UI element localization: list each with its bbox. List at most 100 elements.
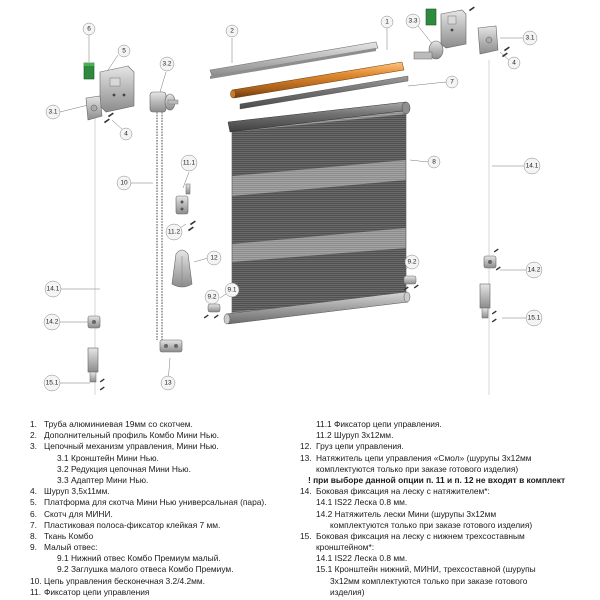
legend-item: 12.Груз цепи управления. xyxy=(300,441,600,452)
callout-14-1-right: 14.1 xyxy=(523,157,541,175)
legend-item-text: Платформа для скотча Мини Нью универсаль… xyxy=(44,497,267,508)
legend-item-text: 3.3 Адаптер Мини Нью. xyxy=(57,474,149,485)
legend-item: 3.2 Редукция цепочная Мини Нью. xyxy=(0,464,300,475)
aluminum-tube-part-1 xyxy=(230,61,405,99)
svg-text:3.3: 3.3 xyxy=(408,18,417,25)
legend-item: кронштейном*: xyxy=(300,542,600,553)
callout-9-1: 9.1 xyxy=(224,282,240,298)
svg-text:5: 5 xyxy=(122,48,126,55)
callout-11-2: 11.2 xyxy=(165,223,183,241)
legend-item-text: комплектуются только при заказе готового… xyxy=(316,463,519,474)
bottom-bracket-left xyxy=(87,347,105,391)
bracket-platform-left xyxy=(85,65,135,124)
svg-text:15.1: 15.1 xyxy=(46,380,59,387)
legend-item-text: Боковая фиксация на леску с нижнем трехс… xyxy=(316,530,525,541)
legend-item: 8.Ткань Комбо xyxy=(0,531,300,542)
svg-text:11.1: 11.1 xyxy=(183,160,196,167)
svg-text:14.2: 14.2 xyxy=(528,267,541,274)
callout-15-1-right: 15.1 xyxy=(525,309,543,327)
legend-item-text: 9.2 Заглушка малого отвеса Комбо Премиум… xyxy=(57,564,234,575)
legend-item-text: 14.2 Натяжитель лески Мини (шурупы 3х12м… xyxy=(316,508,497,519)
svg-text:2: 2 xyxy=(230,28,234,35)
legend-item-number: 1. xyxy=(30,419,37,429)
callout-9-2-left: 9.2 xyxy=(204,289,220,305)
legend-item-number: 11. xyxy=(30,586,42,597)
legend-item: 15. Боковая фиксация на леску с нижнем тр… xyxy=(300,531,600,542)
legend-item-text: Труба алюминиевая 19мм со скотчем. xyxy=(44,419,193,429)
legend-item-number: 15. xyxy=(300,530,312,541)
line-tensioner-left xyxy=(87,315,101,329)
bottom-rail-end-caps-9-2 xyxy=(203,275,419,319)
tape-part-6 xyxy=(83,62,95,80)
legend-column-right: 11.1 Фиксатор цепи управления.11.2 Шуруп… xyxy=(300,419,600,598)
callout-7-top: 7 xyxy=(445,75,459,89)
legend-item: комплектуются только при заказе готового… xyxy=(300,520,600,531)
legend-item: 3.1 Кронштейн Мини Нью. xyxy=(0,453,300,464)
legend-item-number: 7. xyxy=(30,519,37,530)
additional-profile-part-2 xyxy=(209,41,379,79)
svg-text:4: 4 xyxy=(512,60,516,67)
parts-legend: 1. Труба алюминиевая 19мм со скотчем.2.До… xyxy=(0,412,600,600)
callout-15-1-left: 15.1 xyxy=(43,374,61,392)
legend-item-text: Натяжитель цепи управления «Смол» (шуруп… xyxy=(316,452,532,463)
legend-item: 5.Платформа для скотча Мини Нью универса… xyxy=(0,497,300,508)
combo-fabric-part-8 xyxy=(223,101,411,325)
legend-item-text: Шуруп 3,5х11мм. xyxy=(44,486,110,497)
exploded-assembly-diagram: 6 5 2 1 3.3 7 3.1 4 3.2 3.1 4 7 8 11.1 1… xyxy=(43,6,543,395)
callout-3-1-right: 3.1 xyxy=(522,30,538,46)
legend-column-left: 1. Труба алюминиевая 19мм со скотчем.2.До… xyxy=(0,419,300,598)
svg-text:6: 6 xyxy=(87,26,91,33)
legend-item-number: 4. xyxy=(30,486,37,497)
legend-item-text: ! при выборе данной опции п. 11 и п. 12 … xyxy=(308,474,566,485)
chain-weight-part-12 xyxy=(171,249,193,288)
legend-item-text: 3.1 Кронштейн Мини Нью. xyxy=(57,452,159,463)
callout-13: 13 xyxy=(160,375,176,391)
svg-text:15.1: 15.1 xyxy=(528,315,541,322)
legend-item: 10.Цепь управления бесконечная 3.2/4.2мм… xyxy=(0,576,300,587)
legend-item-text: Малый отвес: xyxy=(44,542,98,553)
bracket-set-right xyxy=(413,6,510,60)
legend-item-number: 8. xyxy=(30,530,37,541)
callout-6: 6 xyxy=(82,22,96,36)
callout-2: 2 xyxy=(225,24,239,38)
legend-item: 2.Дополнительный профиль Комбо Мини Нью. xyxy=(0,430,300,441)
bottom-bracket-right xyxy=(479,283,497,323)
legend-item: 7.Пластиковая полоса-фиксатор клейкая 7 … xyxy=(0,520,300,531)
callout-14-2-right: 14.2 xyxy=(525,261,543,279)
svg-text:3.1: 3.1 xyxy=(525,35,534,42)
legend-item: 3х12мм комплектуются только при заказе г… xyxy=(300,576,600,587)
chain-reduction-part xyxy=(149,91,179,340)
legend-item: 13.Натяжитель цепи управления «Смол» (шу… xyxy=(300,453,600,464)
chain-tensioner-part-13 xyxy=(159,339,183,353)
legend-item: 1. Труба алюминиевая 19мм со скотчем. xyxy=(0,419,300,430)
chain-fixer-part-11-1 xyxy=(175,183,196,232)
legend-item-text: Груз цепи управления. xyxy=(316,441,404,452)
legend-item: 11.Фиксатор цепи управления xyxy=(0,587,300,598)
legend-item-text: Скотч для МИНИ. xyxy=(44,508,113,519)
legend-item: 9.1 Нижний отвес Комбо Премиум малый. xyxy=(0,553,300,564)
callout-3-3: 3.3 xyxy=(405,13,421,29)
svg-text:1: 1 xyxy=(385,19,389,26)
legend-item-text: 11.2 Шуруп 3х12мм. xyxy=(316,430,394,441)
svg-text:4: 4 xyxy=(124,131,128,138)
callout-14-2-left: 14.2 xyxy=(43,313,61,331)
legend-item-text: 15.1 Кронштейн нижний, МИНИ, трехсоставн… xyxy=(316,564,536,575)
callout-11-1: 11.1 xyxy=(180,154,198,172)
legend-item: 3.3 Адаптер Мини Нью. xyxy=(0,475,300,486)
legend-item: 14.2 Натяжитель лески Мини (шурупы 3х12м… xyxy=(300,509,600,520)
legend-item: 9.Малый отвес: xyxy=(0,542,300,553)
svg-text:3.2: 3.2 xyxy=(162,61,171,68)
legend-item-number: 14. xyxy=(300,486,312,497)
legend-item-number: 6. xyxy=(30,508,37,519)
legend-item-text: Боковая фиксация на леску с натяжителем*… xyxy=(316,486,490,497)
legend-item: 15.1 Кронштейн нижний, МИНИ, трехсоставн… xyxy=(300,564,600,575)
callout-9-2-right: 9.2 xyxy=(404,254,420,270)
legend-item-text: Дополнительный профиль Комбо Мини Нью. xyxy=(44,430,219,441)
legend-item: 14.1 IS22 Леска 0.8 мм. xyxy=(300,497,600,508)
callout-4-left: 4 xyxy=(119,127,133,141)
legend-item-text: комплектуются только при заказе готового… xyxy=(330,519,533,530)
legend-item-text: 11.1 Фиксатор цепи управления. xyxy=(316,419,442,429)
legend-item-text: 3х12мм комплектуются только при заказе г… xyxy=(330,575,528,586)
svg-text:9.2: 9.2 xyxy=(207,294,216,301)
callout-8: 8 xyxy=(427,155,441,169)
